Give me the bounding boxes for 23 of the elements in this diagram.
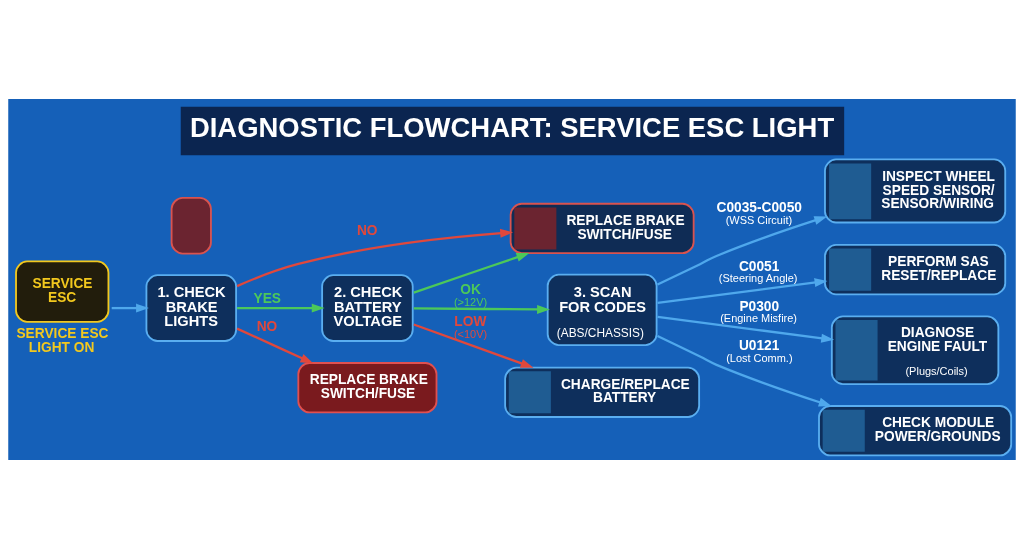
arrow: [413, 252, 530, 294]
arrow: [657, 216, 828, 286]
edge-label: OK (>12V): [453, 282, 488, 308]
arrow: [111, 303, 149, 313]
arrow: [413, 304, 550, 314]
edge-label: P0300 (Engine Misfire): [720, 298, 797, 325]
diagram-title: DIAGNOSTIC FLOWCHART: SERVICE ESC LIGHT: [189, 111, 835, 143]
edge-label: YES: [253, 290, 281, 306]
arrow: [657, 334, 832, 407]
arrow: [657, 278, 828, 304]
node-label: SERVICE ESC LIGHT ON: [16, 326, 109, 356]
arrow: [657, 315, 835, 343]
edge-label: C0051 (Steering Angle): [718, 258, 798, 285]
edge-label: NO: [356, 222, 378, 238]
arrow: [237, 303, 325, 313]
edge-label: C0035-C0050 (WSS Circuit): [716, 200, 802, 226]
arrow: [236, 228, 514, 288]
edge-label: LOW (<10V): [453, 314, 488, 340]
edge-label: U0121 (Lost Comm.): [726, 338, 793, 364]
arrow: [413, 323, 534, 368]
node-box: [170, 196, 212, 255]
arrow: [236, 327, 314, 364]
edge-label: NO: [256, 318, 278, 334]
